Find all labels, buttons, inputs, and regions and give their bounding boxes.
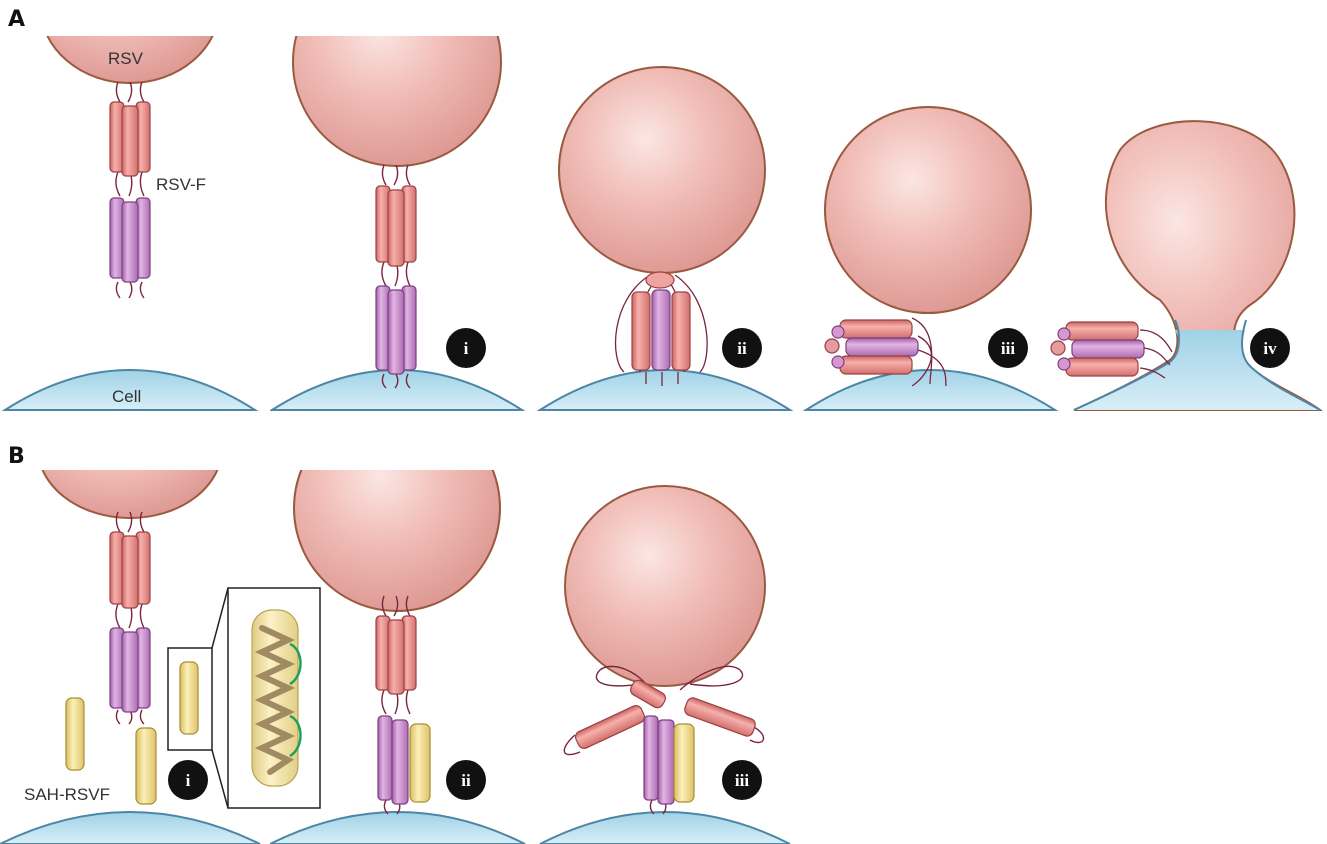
svg-text:ii: ii xyxy=(737,339,747,358)
b1-purple-trimer xyxy=(378,716,408,804)
a0-virus xyxy=(40,0,220,83)
b1-bound-peptide xyxy=(410,724,430,802)
a3-virus xyxy=(825,107,1031,313)
a-step-iv-stage: iv xyxy=(1051,121,1320,410)
svg-text:iii: iii xyxy=(1001,339,1015,358)
rsv-f-label: RSV-F xyxy=(156,175,206,194)
a1-purple-trimer xyxy=(376,286,416,374)
svg-text:iv: iv xyxy=(1263,339,1277,358)
sah-rsvf-label: SAH-RSVF xyxy=(24,785,110,804)
a-step-ii-stage: ii xyxy=(540,67,790,410)
step-badge-b-i: i xyxy=(168,760,208,800)
a0-red-trimer xyxy=(110,102,150,176)
b-prefusion-stage: SAH-RSVF i xyxy=(0,378,260,844)
a2-virus xyxy=(559,67,765,273)
step-badge-a-i: i xyxy=(446,328,486,368)
b2-cell-membrane xyxy=(540,812,790,844)
peptide-inset-sample xyxy=(180,662,198,734)
a2-cell-membrane xyxy=(540,370,790,410)
svg-text:iii: iii xyxy=(735,771,749,790)
a-step-i-stage: i xyxy=(272,0,522,410)
a-step-iii-stage: iii xyxy=(806,107,1055,410)
step-badge-a-iii: iii xyxy=(988,328,1028,368)
svg-text:i: i xyxy=(464,339,469,358)
a2-hairpin-bundle xyxy=(632,272,690,370)
a1-red-trimer xyxy=(376,186,416,266)
step-badge-a-iv: iv xyxy=(1250,328,1290,368)
a3-six-helix-bundle xyxy=(825,320,918,374)
svg-text:ii: ii xyxy=(461,771,471,790)
b0-purple-trimer xyxy=(110,628,150,712)
rsv-label: RSV xyxy=(108,49,144,68)
a0-purple-trimer xyxy=(110,198,150,282)
panel-a-letter: A xyxy=(8,7,25,32)
step-badge-b-iii: iii xyxy=(722,760,762,800)
b0-cell-membrane xyxy=(0,812,260,844)
b1-cell-membrane xyxy=(270,812,525,844)
a4-six-helix-bundle xyxy=(1051,322,1144,376)
b-step-iii-stage: iii xyxy=(540,486,790,844)
a-prefusion-stage: RSV RSV-F Cell xyxy=(5,0,255,410)
b2-purple-trimer xyxy=(644,716,674,804)
step-badge-b-ii: ii xyxy=(446,760,486,800)
a1-virus xyxy=(293,0,501,166)
cell-label: Cell xyxy=(112,387,141,406)
step-badge-a-ii: ii xyxy=(722,328,762,368)
svg-text:i: i xyxy=(186,771,191,790)
stapled-peptide-zoom xyxy=(212,588,320,808)
b2-bound-peptide xyxy=(674,724,694,802)
panel-a: RSV RSV-F Cell xyxy=(5,0,1320,410)
panel-b-letter: B xyxy=(8,444,25,469)
b1-virus xyxy=(294,405,500,611)
panel-b: SAH-RSVF i xyxy=(0,378,790,844)
b0-red-trimer xyxy=(110,532,150,608)
b2-virus xyxy=(565,486,765,686)
b1-red-trimer xyxy=(376,616,416,694)
